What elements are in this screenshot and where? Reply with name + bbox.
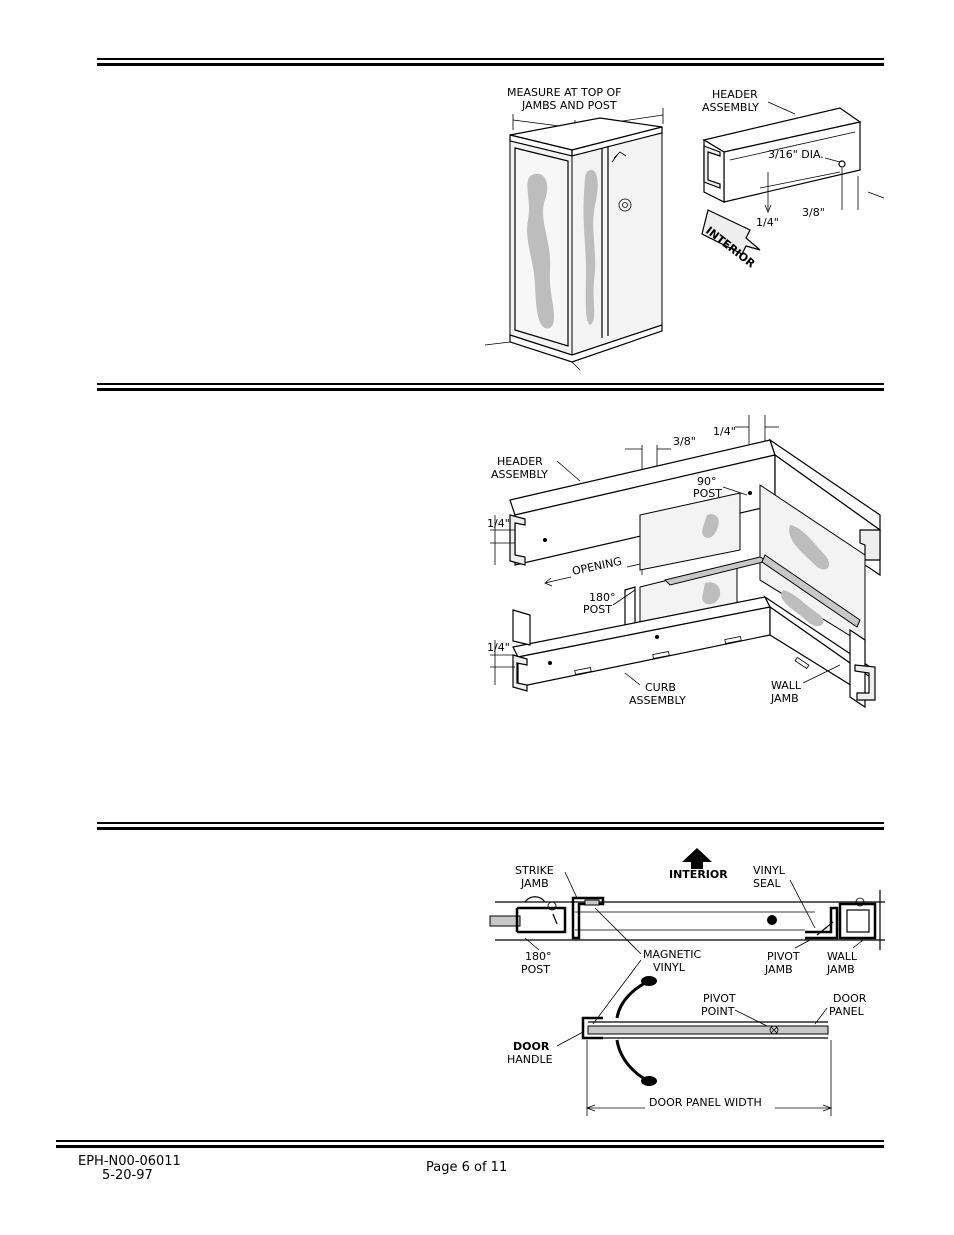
dim-quarter-left-1: 1/4" — [487, 517, 510, 530]
dim-three-eighths-label: 3/8" — [802, 206, 825, 219]
header-label-line2: ASSEMBLY — [702, 101, 759, 114]
curb-label-line1: CURB — [645, 681, 676, 694]
wall-jamb-label-line2: JAMB — [770, 692, 799, 705]
pivot-jamb-label-line1: PIVOT — [767, 950, 800, 963]
footer-rule — [56, 1140, 884, 1148]
dim-three-eighths-top: 3/8" — [673, 435, 696, 448]
door-handle-label-line2: HANDLE — [507, 1053, 553, 1066]
opening-label: OPENING — [571, 555, 623, 578]
strike-jamb-label-line1: STRIKE — [515, 864, 554, 877]
dim-quarter-top: 1/4" — [713, 425, 736, 438]
measure-label-line2: JAMBS AND POST — [521, 99, 617, 112]
pivot-point-label-line2: POINT — [701, 1005, 735, 1018]
curb-label-line2: ASSEMBLY — [629, 694, 686, 707]
dim-quarter-label: 1/4" — [756, 216, 779, 229]
wall-jamb-label-line1: WALL — [771, 679, 802, 692]
magnetic-vinyl-label-line2: VINYL — [653, 961, 686, 974]
vinyl-seal-label-line2: SEAL — [753, 877, 781, 890]
section-rule-1 — [97, 58, 884, 66]
header-label-line1: HEADER — [497, 455, 543, 468]
door-panel-width-label: DOOR PANEL WIDTH — [649, 1096, 762, 1109]
door-plan-view-figure: INTERIOR STRIKE JAMB VINYL SEAL 180° POS… — [489, 848, 885, 1116]
document-date: 5-20-97 — [102, 1168, 153, 1183]
hole-diameter-label: 3/16" DIA. — [768, 148, 824, 161]
door-panel-label-line1: DOOR — [833, 992, 867, 1005]
measure-label-line1: MEASURE AT TOP OF — [507, 86, 621, 99]
vinyl-seal-label-line1: VINYL — [753, 864, 786, 877]
dim-quarter-left-2: 1/4" — [487, 641, 510, 654]
wall-jamb-label-line1: WALL — [827, 950, 858, 963]
magnetic-vinyl-label-line1: MAGNETIC — [643, 948, 701, 961]
post-180-label-line2: POST — [583, 603, 612, 616]
post-180-label-line2: POST — [521, 963, 550, 976]
interior-label: INTERIOR — [669, 868, 728, 881]
page-number: Page 6 of 11 — [426, 1160, 508, 1175]
post-90-label-line2: POST — [693, 487, 722, 500]
header-curb-assembly-figure: 3/8" 1/4" HEADER ASSEMBLY 90° POST 1/4" … — [487, 415, 881, 709]
document-number: EPH-N00-06011 — [78, 1154, 181, 1169]
section-rule-3 — [97, 822, 884, 830]
post-180-label-line1: 180° — [525, 950, 552, 963]
strike-jamb-label-line2: JAMB — [520, 877, 549, 890]
section-rule-2 — [97, 383, 884, 391]
door-panel-label-line2: PANEL — [829, 1005, 865, 1018]
header-label-line2: ASSEMBLY — [491, 468, 548, 481]
wall-jamb-label-line2: JAMB — [826, 963, 855, 976]
post-180-label-line1: 180° — [589, 591, 616, 604]
header-label-line1: HEADER — [712, 88, 758, 101]
door-handle-label-line1: DOOR — [513, 1040, 550, 1053]
pivot-jamb-label-line2: JAMB — [764, 963, 793, 976]
post-90-label-line1: 90° — [697, 475, 717, 488]
enclosure-measure-figure: MEASURE AT TOP OF JAMBS AND POST — [484, 86, 664, 371]
pivot-point-label-line1: PIVOT — [703, 992, 736, 1005]
header-hole-figure: HEADER ASSEMBLY 3/16" DIA. 1/4" 3/8" INT… — [701, 88, 885, 271]
